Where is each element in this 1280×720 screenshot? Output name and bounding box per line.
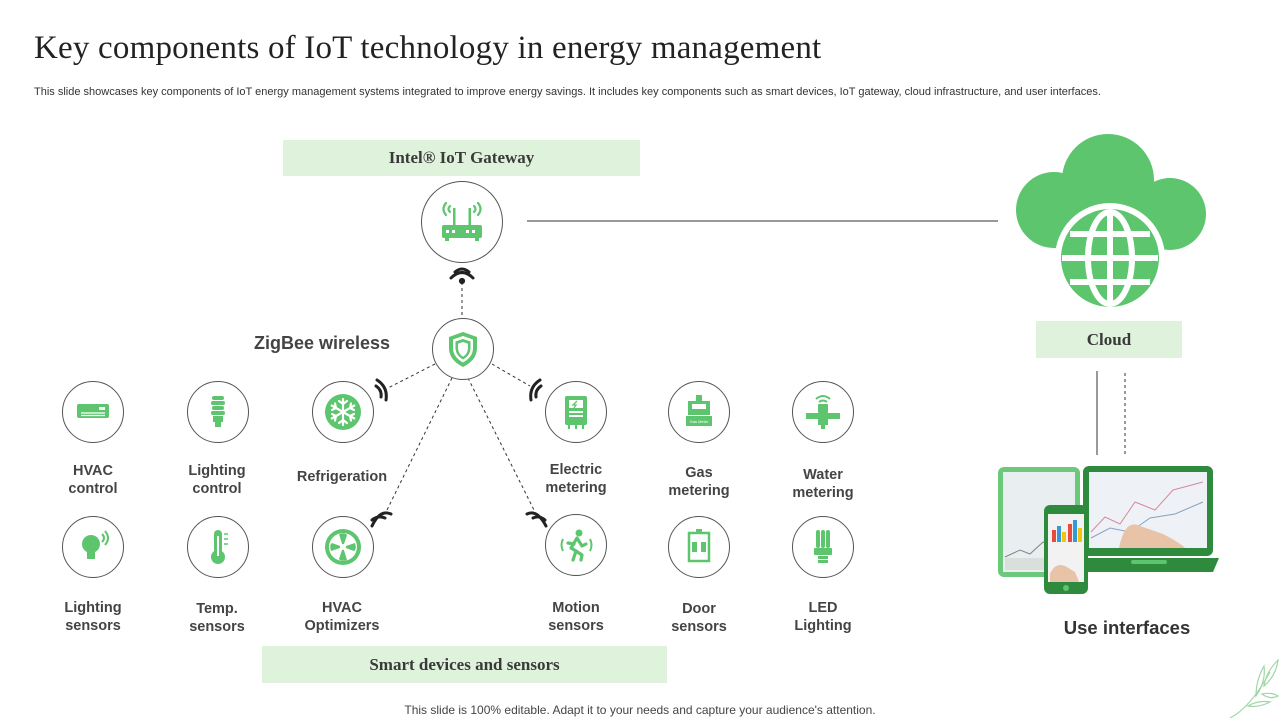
wifi-signal-icon xyxy=(525,511,548,528)
device-label: HVAC control xyxy=(68,463,118,497)
zigbee-label: ZigBee wireless xyxy=(254,333,391,353)
electric-meter-icon xyxy=(565,396,587,429)
use-interfaces-label: Use interfaces xyxy=(1063,617,1191,638)
page-title: Key components of IoT technology in ener… xyxy=(34,30,822,66)
lighting-sensors-node xyxy=(62,516,124,578)
device-label: Gas metering xyxy=(668,465,730,499)
gas-meter-icon: Gas Meter xyxy=(686,395,712,426)
motion-sensor-icon xyxy=(560,529,593,562)
devices-illustration xyxy=(998,466,1219,594)
shield-icon xyxy=(449,332,477,367)
ac-unit-icon xyxy=(77,404,109,418)
device-label: LED Lighting xyxy=(794,600,852,634)
water-meter-icon xyxy=(806,395,840,429)
device-label: Door sensors xyxy=(671,601,727,635)
device-label: Lighting sensors xyxy=(64,600,122,634)
temp-sensors-node xyxy=(187,516,249,578)
wifi-signal-icon xyxy=(529,378,543,402)
device-label: Electric metering xyxy=(545,462,607,496)
hvac-optimizers-node xyxy=(312,516,374,578)
thermometer-icon xyxy=(211,530,228,564)
device-label: Temp. sensors xyxy=(189,601,245,635)
wifi-signal-icon xyxy=(370,511,393,528)
door-sensors-node xyxy=(668,516,730,578)
smart-bulb-icon xyxy=(82,530,109,559)
link-hvac-optimizers xyxy=(385,377,453,513)
device-label: Motion sensors xyxy=(548,600,604,634)
motion-sensors-node xyxy=(545,514,607,576)
hvac-control-node xyxy=(62,381,124,443)
electric-metering-node xyxy=(545,381,607,443)
zigbee-node xyxy=(432,318,494,380)
cloud-globe-icon xyxy=(1016,134,1206,312)
laptop-icon xyxy=(1073,466,1219,572)
page-subtitle: This slide showcases key components of I… xyxy=(34,86,1101,98)
device-label: Lighting control xyxy=(188,463,246,497)
leaf-decoration-icon xyxy=(1229,658,1280,719)
wifi-signal-icon xyxy=(449,267,475,285)
gas-metering-node: Gas Meter xyxy=(668,381,730,443)
lighting-control-node xyxy=(187,381,249,443)
device-label: Refrigeration xyxy=(296,469,388,485)
gateway-node xyxy=(421,181,503,263)
smart-devices-band: Smart devices and sensors xyxy=(262,646,667,683)
device-label: HVAC Optimizers xyxy=(304,600,380,634)
gateway-band: Intel® IoT Gateway xyxy=(283,140,640,176)
door-sensor-icon xyxy=(687,529,711,563)
link-motion xyxy=(467,377,535,511)
refrigeration-node xyxy=(312,381,374,443)
link-refrigeration xyxy=(387,363,436,389)
gas-meter-badge-text: Gas Meter xyxy=(690,419,709,424)
led-bulb-icon xyxy=(814,530,832,563)
device-label: Water metering xyxy=(792,467,854,501)
footer-note: This slide is 100% editable. Adapt it to… xyxy=(404,703,876,717)
cfl-bulb-icon xyxy=(211,396,225,427)
snowflake-icon xyxy=(325,394,361,430)
wifi-signal-icon xyxy=(374,378,388,402)
cloud-band: Cloud xyxy=(1036,321,1182,358)
link-electric xyxy=(491,363,531,387)
led-lighting-node xyxy=(792,516,854,578)
fan-icon xyxy=(325,529,361,565)
router-icon xyxy=(442,201,482,241)
water-metering-node xyxy=(792,381,854,443)
smartphone-icon xyxy=(1044,505,1088,594)
